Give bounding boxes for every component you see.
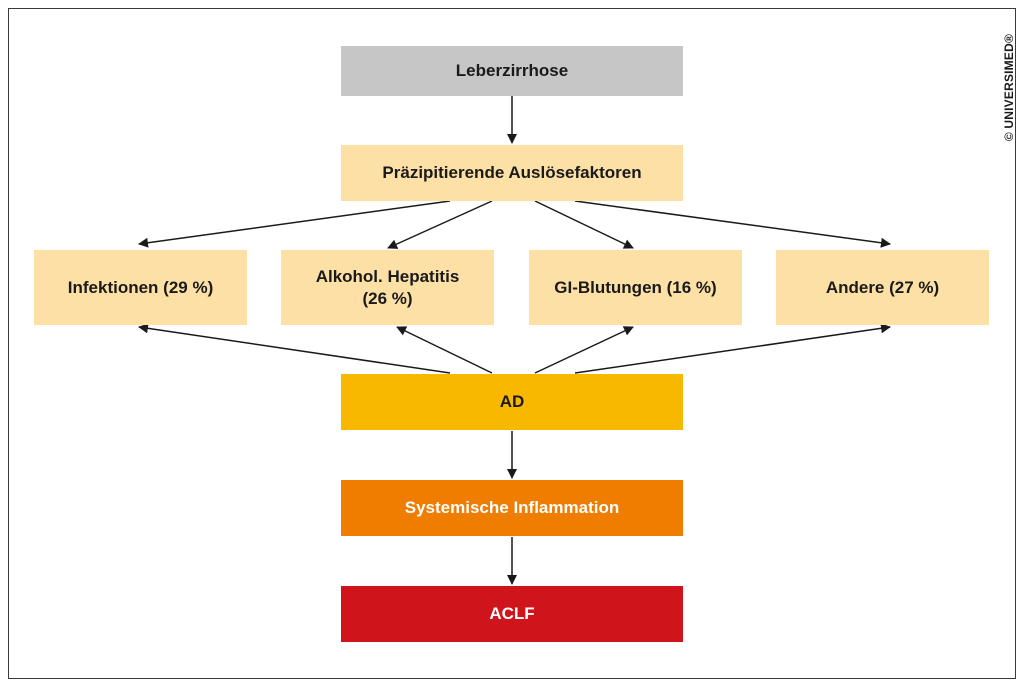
arrow-factors-to-andere [574, 200, 891, 248]
copyright-notice: © UNIVERSIMED® [1002, 34, 1016, 142]
node-gi-label: GI-Blutungen (16 %) [554, 277, 717, 297]
node-systemische-inflammation: Systemische Inflammation [341, 480, 683, 536]
node-gi-blutungen: GI-Blutungen (16 %) [529, 250, 742, 325]
arrow-ad-to-infektionen [138, 323, 451, 374]
node-infektionen-label: Infektionen (29 %) [67, 277, 214, 297]
node-ad: AD [341, 374, 683, 430]
node-leberzirrhose: Leberzirrhose [341, 46, 683, 96]
node-aclf: ACLF [341, 586, 683, 642]
arrow-factors-to-gi [534, 200, 634, 249]
node-andere: Andere (27 %) [776, 250, 989, 325]
arrow-ad-to-gi [534, 326, 634, 374]
arrow-factors-to-infektionen [138, 200, 451, 248]
arrow-factors-to-alkohol [387, 200, 493, 249]
node-andere-label: Andere (27 %) [825, 277, 940, 297]
node-alkohol-label-line2: (26 %) [362, 288, 413, 308]
node-infektionen: Infektionen (29 %) [34, 250, 247, 325]
node-alkohol-label-line1: Alkohol. Hepatitis [315, 267, 460, 287]
node-alkohol-hepatitis: Alkohol. Hepatitis (26 %) [281, 250, 494, 325]
arrow-ad-to-andere [574, 323, 891, 374]
node-ausloesefaktoren: Präzipitierende Auslösefaktoren [341, 145, 683, 201]
arrow-ad-to-alkohol [396, 326, 493, 374]
